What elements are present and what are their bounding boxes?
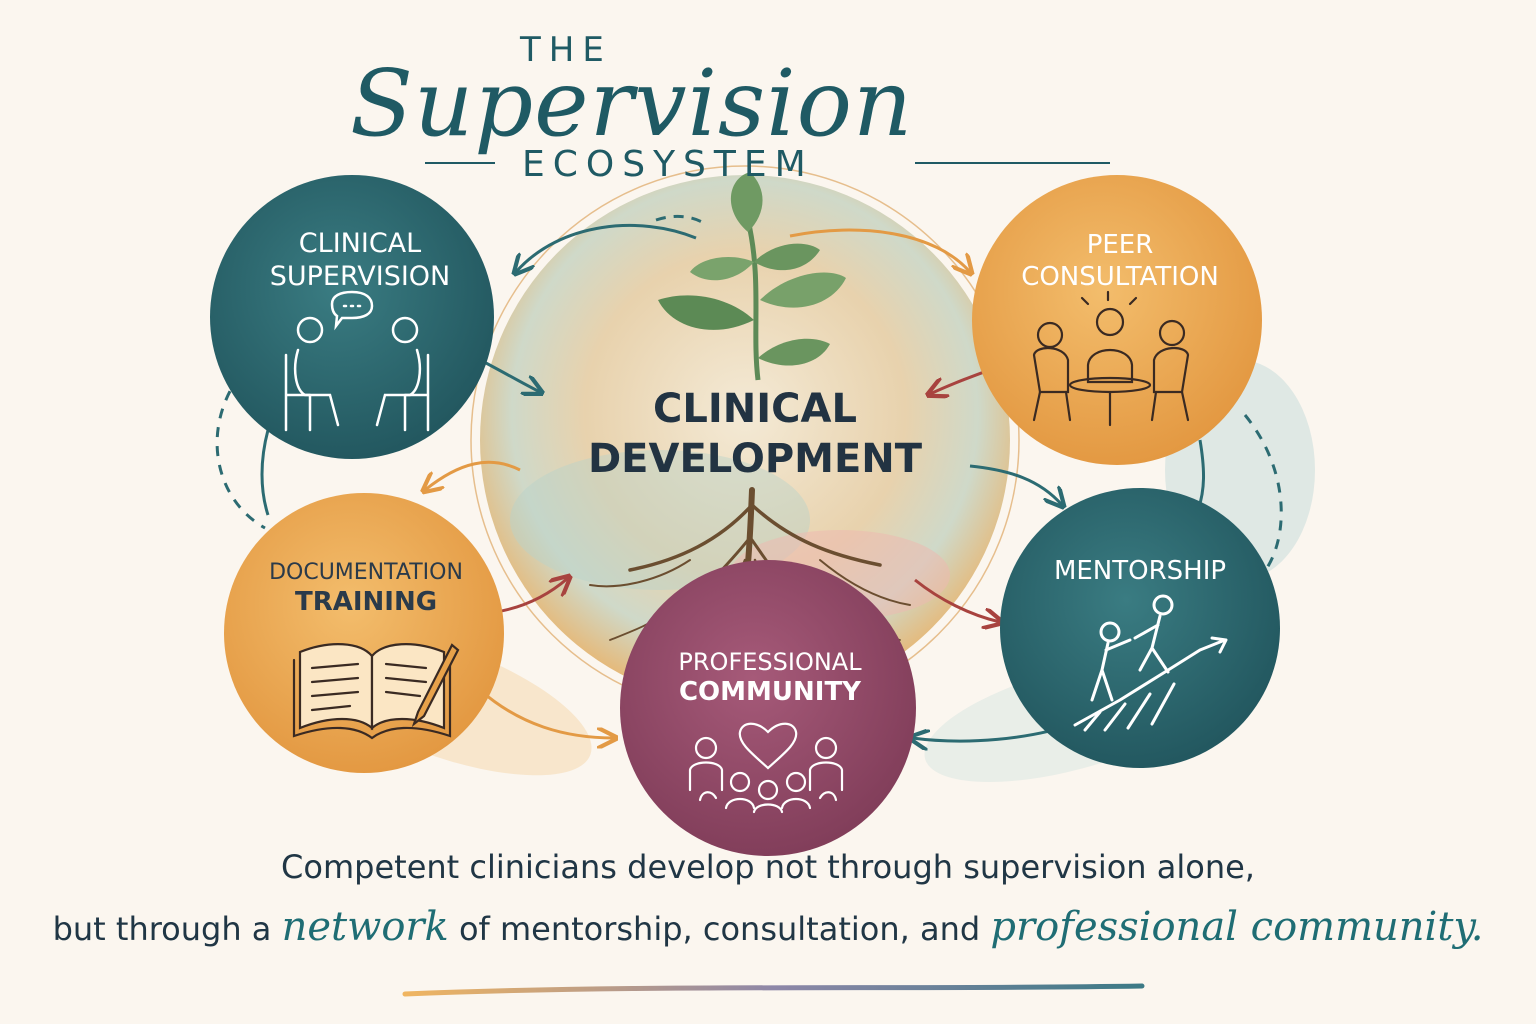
open-book-and-pen-icon [292, 643, 460, 740]
caption-underline [402, 983, 1145, 997]
professional-community-line2: COMMUNITY [678, 677, 862, 708]
peer-consultation-label: PEER CONSULTATION [990, 230, 1250, 293]
professional-community-line1: PROFESSIONAL [678, 648, 862, 676]
documentation-training-line1: DOCUMENTATION [269, 560, 463, 585]
caption-line2-a: but through a [52, 910, 272, 948]
professional-community-label: PROFESSIONAL COMMUNITY [620, 648, 920, 709]
community-heart-icon [688, 722, 844, 814]
peer-consultation-line2: CONSULTATION [1021, 261, 1219, 292]
group-meeting-icon [1032, 290, 1190, 427]
clinical-development-line2: DEVELOPMENT [587, 436, 923, 483]
clinical-supervision-label: CLINICAL SUPERVISION [230, 228, 490, 294]
dashed-loop-right [1243, 414, 1283, 576]
title-prefix: THE [520, 30, 612, 70]
arrow-center-to-documentation [425, 460, 521, 490]
arrow-documentation-to-community [479, 688, 614, 738]
dashed-loop-left [215, 374, 266, 530]
helping-hand-climb-icon [1073, 594, 1228, 732]
clinical-supervision-line2: SUPERVISION [269, 260, 451, 292]
mentorship-line1: MENTORSHIP [1053, 556, 1227, 586]
caption-line2-c: of mentorship, consultation, and [458, 910, 981, 948]
clinical-supervision-line1: CLINICAL [298, 228, 422, 259]
peer-consultation-circle [972, 175, 1262, 465]
caption-professional-community: professional community. [990, 904, 1484, 950]
two-people-talking-icon [284, 290, 430, 432]
caption-line2: but through a network of mentorship, con… [0, 904, 1536, 950]
documentation-training-label: DOCUMENTATION TRAINING [226, 560, 506, 619]
caption-line1: Competent clinicians develop not through… [281, 848, 1255, 886]
arrow-documentation-to-center [495, 578, 568, 614]
caption-network: network [281, 904, 449, 950]
peer-consultation-line1: PEER [1086, 230, 1154, 260]
arrow-center-to-supervision [516, 223, 697, 272]
arrow-center-to-mentorship-red [914, 578, 1000, 622]
mentorship-circle [1000, 488, 1280, 768]
title-suffix: ECOSYSTEM [522, 144, 814, 185]
mentorship-label: MENTORSHIP [1020, 556, 1260, 588]
arrow-center-to-mentorship [969, 464, 1062, 505]
page-title: Supervision [350, 50, 914, 157]
plant-icon [658, 172, 846, 381]
arrow-center-to-peer [789, 228, 970, 272]
documentation-training-circle [224, 493, 504, 773]
clinical-development-label: CLINICAL DEVELOPMENT [540, 384, 970, 485]
clinical-development-line1: CLINICAL [653, 386, 857, 432]
documentation-training-line2: TRAINING [294, 586, 438, 617]
